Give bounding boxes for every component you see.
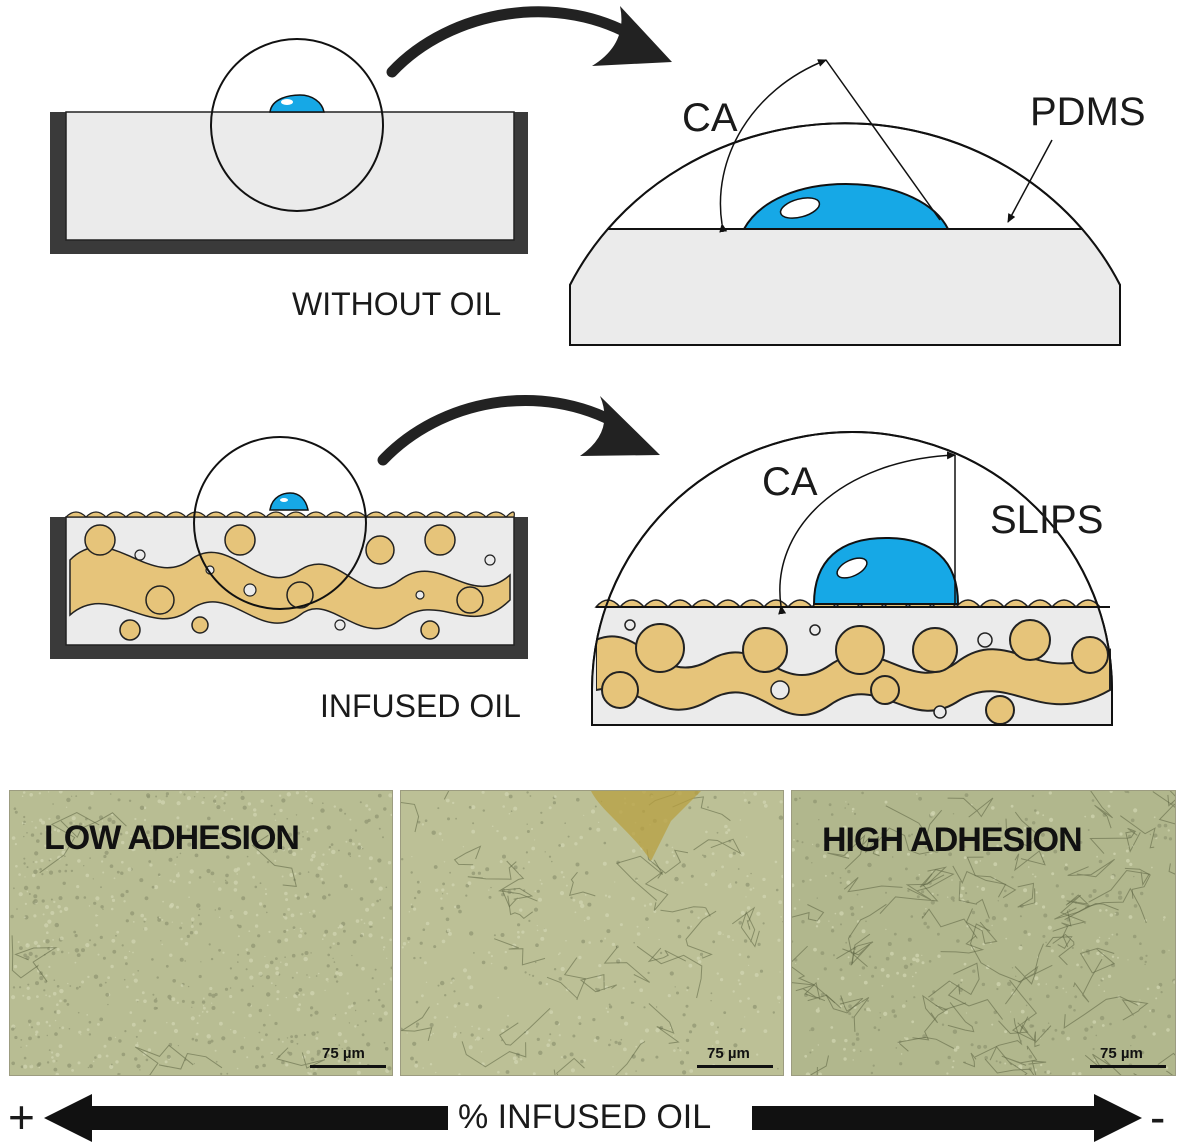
top-material-label: PDMS	[1030, 90, 1146, 134]
top-caption: WITHOUT OIL	[292, 286, 502, 322]
micrograph-low-adhesion: LOW ADHESION 75 µm	[9, 790, 393, 1076]
scale-bar	[697, 1065, 773, 1068]
top-tangent-line	[825, 59, 941, 221]
top-container	[50, 111, 528, 254]
mid-magnifier-circle	[193, 436, 367, 610]
micrograph-texture	[792, 791, 1175, 1075]
axis-label: % INFUSED OIL	[458, 1098, 712, 1136]
mid-angle-arc	[778, 451, 956, 615]
top-droplet-small	[269, 94, 325, 113]
mid-zoom-arrowhead	[580, 396, 660, 456]
mid-ca-label: CA	[762, 460, 818, 504]
mid-droplet-small	[269, 492, 309, 511]
mid-zoom-bubbles	[624, 619, 993, 719]
axis-right-arrow	[752, 1094, 1142, 1142]
top-zoom-arrow	[386, 6, 646, 78]
top-pointer-line	[1007, 139, 1053, 223]
mid-zoom-oil-network	[596, 619, 1111, 725]
top-zoom-dome	[569, 122, 1121, 346]
top-angle-arc	[719, 59, 827, 233]
axis-minus-sign: -	[1150, 1091, 1166, 1143]
micrograph-medium: 75 µm	[400, 790, 784, 1076]
axis-plus-sign: +	[8, 1091, 35, 1143]
axis-left-arrow	[44, 1094, 448, 1142]
scale-bar	[1090, 1065, 1166, 1068]
micrograph-title: LOW ADHESION	[44, 819, 300, 857]
micrograph-texture	[401, 791, 783, 1075]
mid-oil-network	[69, 524, 511, 641]
mid-material-label: SLIPS	[990, 498, 1104, 542]
mid-zoom-dome-outline	[591, 431, 1113, 726]
top-ca-label: CA	[682, 96, 738, 140]
micrograph-high-adhesion: HIGH ADHESION 75 µm	[791, 790, 1176, 1076]
scale-label: 75 µm	[707, 1045, 750, 1062]
mid-bubbles	[134, 549, 496, 631]
top-zoom-arrowhead	[592, 6, 672, 66]
mid-oil-layer	[64, 511, 515, 518]
micrograph-title: HIGH ADHESION	[822, 821, 1083, 859]
mid-zoom-arrow	[377, 395, 626, 466]
scale-label: 75 µm	[322, 1045, 365, 1062]
mid-caption: INFUSED OIL	[320, 688, 521, 724]
scale-label: 75 µm	[1100, 1045, 1143, 1062]
scale-bar	[310, 1065, 386, 1068]
micrograph-texture	[10, 791, 392, 1075]
top-magnifier-circle	[210, 38, 384, 212]
